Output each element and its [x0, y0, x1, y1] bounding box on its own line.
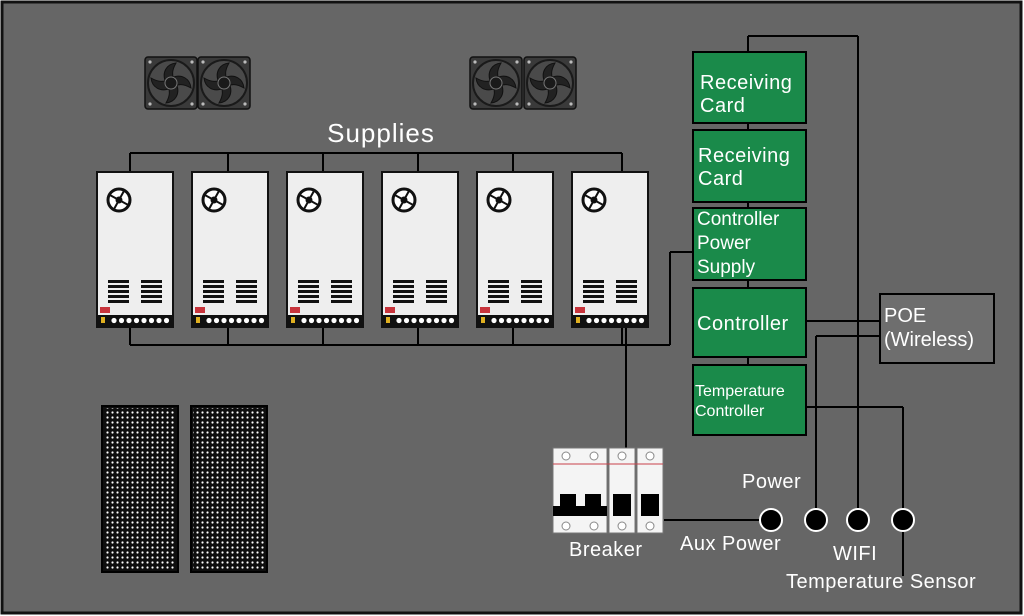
supplies-label: Supplies — [327, 118, 435, 148]
svg-text:Card: Card — [698, 168, 743, 190]
poe-line-2: (Wireless) — [884, 329, 974, 351]
speaker-grille-2-dots — [193, 408, 265, 570]
temperature-sensor-label: Temperature Sensor — [786, 571, 976, 593]
power-supply-unit — [571, 171, 649, 328]
fan-icon — [469, 56, 523, 110]
receiving-card-1: Receiving Card — [692, 51, 807, 124]
speaker-grille-1-dots — [104, 408, 176, 570]
poe-line-1: POE — [884, 305, 926, 327]
power-supply-unit — [191, 171, 269, 328]
wifi-port — [846, 508, 870, 532]
fan-icon — [144, 56, 198, 110]
power-supply-unit — [96, 171, 174, 328]
supply-group — [96, 171, 649, 328]
controller-power-supply: Controller Power Supply — [692, 207, 807, 281]
wiring — [129, 35, 904, 576]
breaker-label: Breaker — [569, 539, 643, 561]
breaker — [552, 447, 664, 534]
svg-text:Controller: Controller — [697, 313, 789, 335]
controller-power-supply-line-2: Power — [697, 233, 752, 254]
svg-text:(Wireless): (Wireless) — [884, 329, 974, 351]
svg-text:Controller: Controller — [695, 403, 765, 420]
svg-text:Controller: Controller — [697, 209, 780, 230]
svg-text:Card: Card — [700, 95, 745, 117]
power-label: Power — [742, 471, 801, 493]
temperature-controller-line-2: Controller — [695, 403, 765, 420]
svg-text:Power: Power — [697, 233, 752, 254]
aux-power-label: Aux Power — [680, 533, 781, 555]
controller-label: Controller — [697, 313, 789, 335]
port-group — [759, 508, 915, 532]
svg-text:Receiving: Receiving — [698, 145, 790, 167]
svg-text:Supply: Supply — [697, 257, 756, 278]
temperature-sensor-port — [891, 508, 915, 532]
fan-group — [144, 56, 577, 110]
fan-icon — [523, 56, 577, 110]
power-supply-unit — [381, 171, 459, 328]
svg-text:Receiving: Receiving — [700, 72, 792, 94]
receiving-card-1-line-1: Receiving — [700, 72, 792, 94]
fan-icon — [197, 56, 251, 110]
receiving-card-2: Receiving Card — [692, 129, 807, 203]
power-supply-unit — [476, 171, 554, 328]
receiving-card-1-line-2: Card — [700, 95, 745, 117]
power-supply-unit — [286, 171, 364, 328]
svg-text:POE: POE — [884, 305, 926, 327]
controller-power-supply-line-1: Controller — [697, 209, 780, 230]
power-port — [804, 508, 828, 532]
receiving-card-2-line-2: Card — [698, 168, 743, 190]
poe-module: POE (Wireless) — [879, 293, 995, 364]
temperature-controller: Temperature Controller — [692, 364, 807, 436]
receiving-card-2-line-1: Receiving — [698, 145, 790, 167]
svg-text:Temperature: Temperature — [695, 383, 785, 400]
aux-power-port — [759, 508, 783, 532]
wifi-label: WIFI — [833, 543, 877, 565]
temperature-controller-line-1: Temperature — [695, 383, 785, 400]
controller: Controller — [692, 287, 807, 358]
controller-power-supply-line-3: Supply — [697, 257, 756, 278]
